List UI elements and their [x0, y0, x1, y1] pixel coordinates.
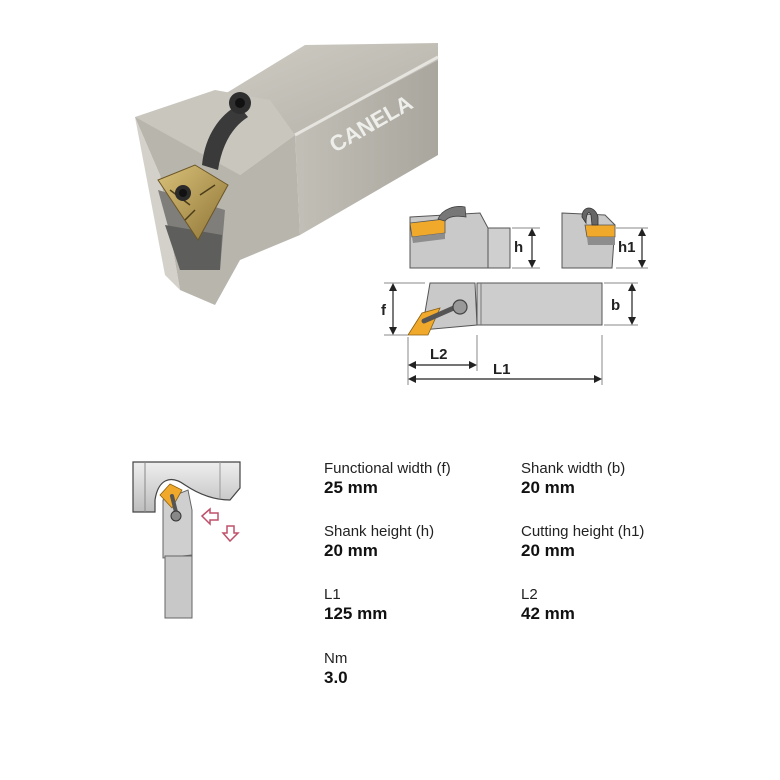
label-L2: L2: [430, 346, 448, 363]
spec-torque-nm: Nm 3.0: [324, 650, 348, 688]
spec-cutting-height: Cutting height (h1) 20 mm: [521, 523, 644, 561]
spec-value: 25 mm: [324, 478, 378, 497]
tool-holder-image: CANELA: [135, 43, 439, 305]
feed-direction-arrows: [200, 507, 240, 543]
top-view: f b L2 L1: [381, 282, 638, 385]
spec-l1: L1 125 mm: [324, 586, 387, 624]
side-view-h: h: [409, 206, 540, 269]
label-f: f: [381, 302, 387, 319]
spec-shank-width: Shank width (b) 20 mm: [521, 460, 625, 498]
product-photo: CANELA: [120, 35, 450, 315]
spec-label: Shank width (b): [521, 460, 626, 477]
spec-label: Shank height (h): [324, 523, 435, 540]
spec-label: L2: [521, 586, 538, 603]
label-h1: h1: [618, 239, 636, 256]
label-b: b: [611, 297, 620, 314]
dimension-drawing: h h1 f: [380, 195, 670, 390]
spec-value: 42 mm: [521, 604, 575, 623]
spec-label: Cutting height (h1): [521, 523, 645, 540]
spec-label: Functional width (f): [324, 460, 451, 477]
spec-value: 20 mm: [521, 478, 575, 497]
side-view-h1: h1: [561, 207, 648, 269]
label-h: h: [514, 239, 523, 256]
spec-value: 20 mm: [521, 541, 575, 560]
spec-label: Nm: [324, 650, 348, 667]
insert: [157, 164, 229, 241]
spec-label: L1: [324, 586, 341, 603]
spec-functional-width: Functional width (f) 25 mm: [324, 460, 451, 498]
label-L1: L1: [493, 361, 511, 378]
spec-l2: L2 42 mm: [521, 586, 575, 624]
spec-value: 3.0: [324, 668, 348, 687]
spec-value: 20 mm: [324, 541, 378, 560]
spec-shank-height: Shank height (h) 20 mm: [324, 523, 434, 561]
arrow-down-icon: [221, 525, 240, 543]
application-icon: [130, 460, 250, 620]
spec-value: 125 mm: [324, 604, 388, 623]
arrow-left-icon: [200, 507, 219, 526]
